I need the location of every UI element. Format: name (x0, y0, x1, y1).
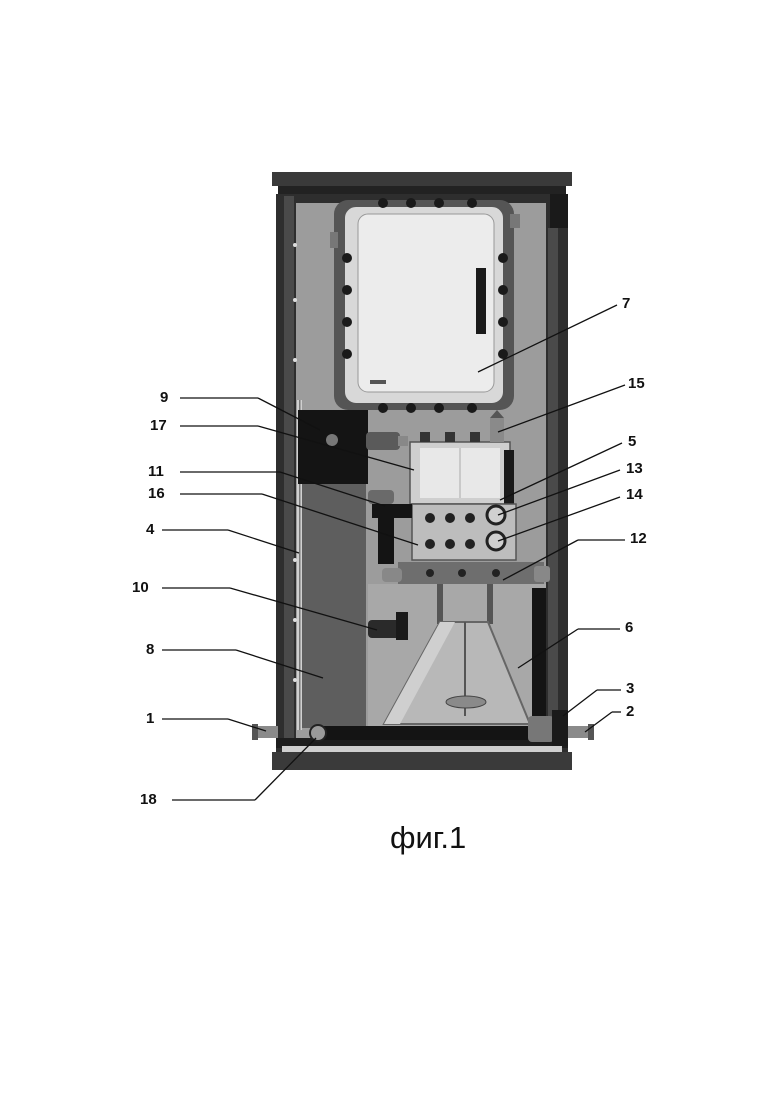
junction-box-7 (330, 198, 520, 413)
item-3 (552, 710, 568, 746)
callout-17: 17 (150, 417, 167, 434)
gauge-13 (487, 506, 505, 524)
valve-18 (310, 725, 326, 741)
fitting-17 (366, 432, 400, 450)
figure-caption: фиг.1 (390, 820, 466, 855)
top-cap (272, 172, 572, 186)
callout-14: 14 (626, 486, 643, 503)
callout-5: 5 (628, 433, 636, 450)
callout-15: 15 (628, 375, 645, 392)
vessel-assembly (368, 584, 546, 726)
inlet-1 (256, 726, 278, 738)
box-handle (476, 268, 486, 334)
callout-16: 16 (148, 485, 165, 502)
top-cap-lip (278, 186, 566, 194)
callout-8: 8 (146, 641, 154, 658)
bracket-11 (372, 504, 412, 518)
manifold-base-12 (382, 562, 550, 584)
gauge-14 (487, 532, 505, 550)
right-rail (548, 228, 558, 744)
bottom-cap-lip (282, 746, 562, 752)
callout-3: 3 (626, 680, 634, 697)
bottom-cap (272, 752, 572, 770)
callout-6: 6 (625, 619, 633, 636)
callout-11: 11 (148, 463, 164, 480)
callout-9: 9 (160, 389, 168, 406)
callout-1: 1 (146, 710, 154, 727)
outlet-2 (568, 726, 590, 738)
callout-7: 7 (622, 295, 630, 312)
callout-10: 10 (132, 579, 149, 596)
panel-8 (302, 484, 366, 728)
callout-2: 2 (626, 703, 634, 720)
callout-13: 13 (626, 460, 643, 477)
bracket-16 (378, 518, 394, 564)
left-rail (284, 196, 294, 744)
callout-18: 18 (140, 791, 157, 808)
callout-12: 12 (630, 530, 647, 547)
right-top-bracket (550, 194, 568, 228)
callout-4: 4 (146, 521, 155, 538)
